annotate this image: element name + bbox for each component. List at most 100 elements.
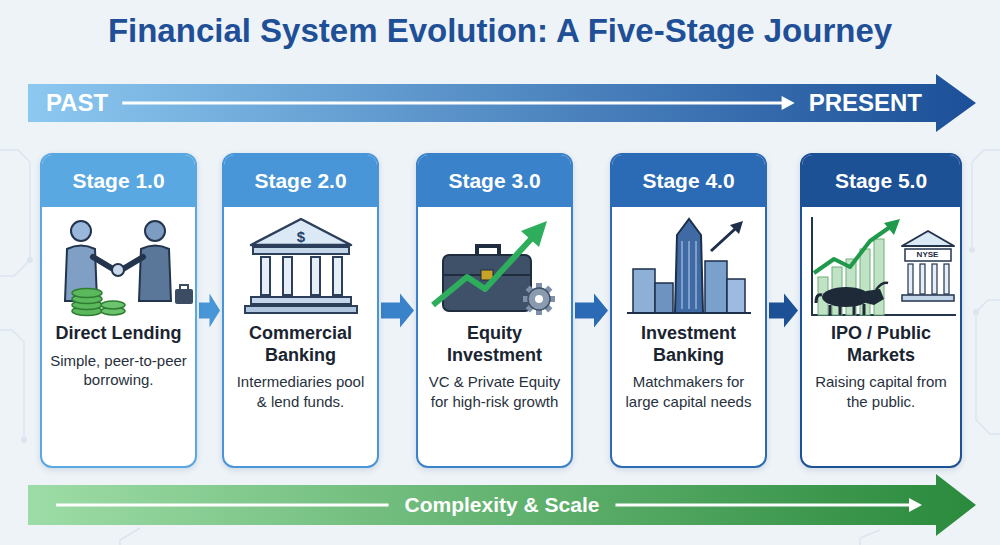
bank-beam [253, 247, 349, 254]
timeline-line [56, 504, 389, 507]
timeline-line [122, 102, 786, 105]
building [655, 283, 673, 313]
flow-arrow [199, 294, 220, 328]
person-head [145, 221, 165, 241]
timeline-line-head [782, 96, 795, 110]
tower-window-line [688, 241, 689, 309]
exchange-sign [905, 249, 951, 261]
circuit-line [860, 530, 880, 545]
arm [93, 257, 113, 269]
bank-base [251, 297, 351, 304]
circuit-line [0, 330, 24, 440]
stage-title: Commercial Banking [224, 323, 377, 366]
bank-column [261, 257, 270, 295]
stage-icon [611, 211, 766, 321]
stage-title: Equity Investment [418, 323, 571, 366]
timeline-label: Complexity & Scale [405, 474, 600, 536]
timeline-label: PRESENT [809, 74, 922, 132]
stage-header: Stage 4.0 [612, 155, 765, 207]
trend-arrow-head [730, 221, 743, 234]
arm [123, 257, 143, 269]
bank-column [283, 257, 292, 295]
timeline-line [615, 504, 914, 507]
building [727, 279, 745, 313]
gear [523, 283, 555, 315]
exchange-base [902, 295, 954, 301]
tower-window-line [695, 241, 696, 309]
ground-line [627, 312, 751, 314]
diagram-title: Financial System Evolution: A Five-Stage… [108, 12, 892, 50]
chart-axes [812, 217, 900, 315]
bank-roof [251, 219, 351, 245]
arrow-band-body [28, 474, 976, 536]
growth-arrow [433, 238, 532, 305]
stage-title: Investment Banking [612, 323, 765, 366]
flow-arrow [769, 294, 798, 328]
timeline-label: PAST [46, 74, 108, 132]
circuit-dot [973, 309, 979, 315]
flow-arrow [381, 294, 414, 328]
trend-arrow [711, 229, 735, 251]
stage-description: VC & Private Equity for high-risk growth [418, 366, 571, 411]
circuit-line [976, 300, 1000, 434]
stage-icon [804, 211, 959, 321]
timeline-line-head [909, 498, 922, 512]
timeline-arrow: Complexity & Scale [28, 474, 976, 536]
circuit-line [972, 150, 1000, 250]
person-body [139, 246, 171, 302]
briefcase [175, 289, 193, 304]
icon-label: NYSE [917, 251, 939, 259]
stage-icon [417, 211, 572, 321]
stage-card: Stage 1.0Direct LendingSimple, peer-to-p… [40, 153, 197, 468]
bull-legs [816, 295, 864, 315]
circuit-lines [0, 150, 1000, 545]
tower [675, 219, 703, 313]
stage-header: Stage 2.0 [224, 155, 377, 207]
growth-arrow-head [521, 221, 547, 247]
stage-title: Direct Lending [42, 323, 195, 345]
stage-description: Intermediaries pool & lend funds. [224, 366, 377, 411]
circuit-line [0, 150, 30, 276]
circuit-line [120, 528, 140, 545]
circuit-dot [969, 247, 975, 253]
bank-base [245, 306, 357, 313]
stage-header: Stage 1.0 [42, 155, 195, 207]
ground-line [900, 314, 956, 316]
exchange-column [920, 264, 925, 294]
exchange-column [944, 264, 949, 294]
stage-header: Stage 5.0 [802, 155, 960, 207]
briefcase-handle [180, 285, 188, 289]
gear-body [528, 288, 550, 310]
stage-card: Stage 3.0Equity InvestmentVC & Private E… [416, 153, 573, 468]
gear-hole [535, 295, 543, 303]
handshake [112, 264, 124, 276]
exchange-column [932, 264, 937, 294]
stage-description: Simple, peer-to-peer borrowing. [42, 345, 195, 390]
circuit-dot [27, 257, 33, 263]
stage-card: Stage 2.0Commercial BankingIntermediarie… [222, 153, 379, 468]
bank-column [333, 257, 342, 295]
icon-label: $ [297, 229, 305, 244]
stage-card: Stage 5.0IPO / Public MarketsRaising cap… [800, 153, 962, 468]
arrow-band-body [28, 74, 976, 132]
exchange-column [908, 264, 913, 294]
coin [101, 301, 125, 309]
stage-icon [41, 211, 196, 321]
stage-description: Matchmakers for large capital needs [612, 366, 765, 411]
circuit-dot [21, 437, 27, 443]
bull-horn [876, 283, 888, 290]
chart-arrow-head [884, 219, 900, 235]
coin [72, 289, 102, 298]
tower-window-line [681, 241, 682, 309]
stage-title: IPO / Public Markets [802, 323, 960, 366]
briefcase-handle [477, 246, 499, 255]
building [633, 269, 655, 313]
building [705, 261, 727, 313]
exchange-roof [902, 231, 954, 246]
chart-line [814, 227, 890, 273]
stage-card: Stage 4.0Investment BankingMatchmakers f… [610, 153, 767, 468]
bank-column [311, 257, 320, 295]
flow-arrow [575, 294, 608, 328]
stage-icon [223, 211, 378, 321]
stage-description: Raising capital from the public. [802, 366, 960, 411]
